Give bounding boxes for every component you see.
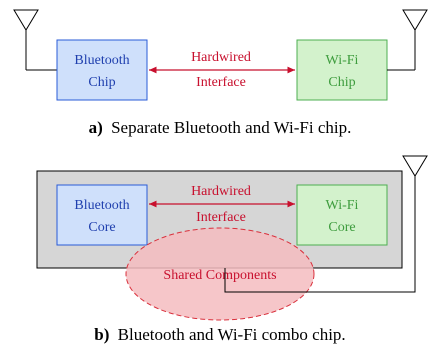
caption-b-letter: b) xyxy=(94,325,109,344)
bluetooth-core-box xyxy=(56,184,148,246)
wifi-core-label-line1: Wi-Fi xyxy=(326,198,359,213)
bluetooth-core-label-line1: Bluetooth xyxy=(74,198,129,213)
antenna-icon xyxy=(387,9,428,71)
wifi-chip-label-line1: Wi-Fi xyxy=(326,53,359,68)
wifi-core-box xyxy=(296,184,388,246)
wifi-core-label-line2: Core xyxy=(328,220,355,235)
bluetooth-core-label-line2: Core xyxy=(88,220,115,235)
bluetooth-chip-label-line2: Chip xyxy=(88,75,115,90)
shared-components-label: Shared Components xyxy=(163,268,276,283)
bluetooth-chip-label-line1: Bluetooth xyxy=(74,53,129,68)
caption-a-text: Separate Bluetooth and Wi-Fi chip. xyxy=(111,118,351,137)
antenna-icon xyxy=(13,9,57,71)
antenna-wire xyxy=(224,176,416,293)
caption-a-letter: a) xyxy=(89,118,103,137)
caption-a: a) Separate Bluetooth and Wi-Fi chip. xyxy=(89,118,352,137)
wifi-chip-box xyxy=(296,39,388,101)
wifi-chip-label-line2: Chip xyxy=(328,75,355,90)
caption-b: b) Bluetooth and Wi-Fi combo chip. xyxy=(94,325,345,344)
panel-a: Bluetooth Chip Hardwired Interface Wi-Fi… xyxy=(13,9,428,137)
panel-b: Bluetooth Core Hardwired Interface Wi-Fi… xyxy=(36,155,428,344)
antenna-icon xyxy=(402,155,428,177)
bluetooth-chip-box xyxy=(56,39,148,101)
shared-components-ellipse xyxy=(125,227,315,321)
caption-b-text: Bluetooth and Wi-Fi combo chip. xyxy=(118,325,346,344)
hardwired-label: Hardwired xyxy=(191,50,251,65)
interface-label: Interface xyxy=(196,75,246,90)
interface-label: Interface xyxy=(196,210,246,225)
hardwired-label: Hardwired xyxy=(191,184,251,199)
